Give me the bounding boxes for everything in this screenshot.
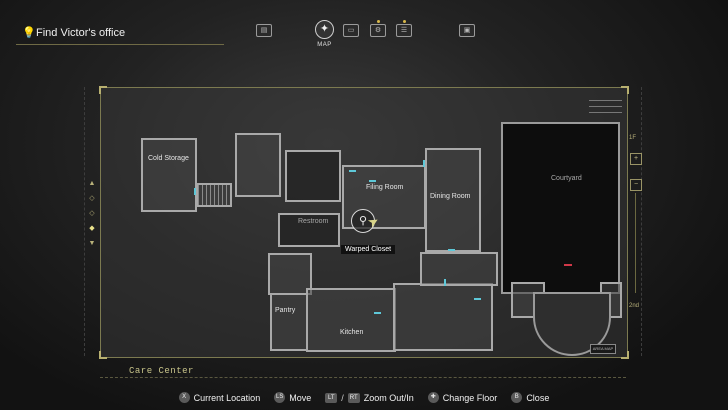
lt-trigger-icon: LT [325,392,338,403]
floor-up-icon[interactable]: ▲ [88,180,96,187]
crafting-icon: ⚙ [370,24,386,37]
map-legend [570,97,622,115]
player-location-icon[interactable]: ⚲ [351,209,375,233]
label-pantry: Pantry [275,307,296,314]
floor-top-label: 1F [629,135,637,141]
compass-icon: ✦ [315,20,334,39]
label-courtyard: Courtyard [551,175,582,182]
rt-trigger-icon: RT [347,392,360,403]
tab-equipment[interactable]: ☰ [396,20,412,37]
room-stairs [196,183,232,207]
files-icon: ▤ [256,24,272,37]
notification-dot [402,20,406,23]
room-dining[interactable] [425,148,481,252]
current-floor-icon[interactable]: ◆ [89,225,95,232]
label-restroom: Restroom [298,218,329,225]
objective-underline [16,44,224,45]
tab-map[interactable]: ✦ MAP [315,20,334,48]
dpad-icon: ✚ [427,392,439,403]
area-map-button[interactable]: AREA MAP [590,344,616,354]
label-cold-storage: Cold Storage [148,155,189,162]
prompt-current-location[interactable]: X Current Location [178,392,260,403]
notification-dot [376,20,380,23]
room-south-hall[interactable] [393,283,493,351]
room-east-corridor[interactable] [420,252,498,286]
tab-map-label: MAP [317,42,332,48]
prompt-zoom[interactable]: LT / RT Zoom Out/In [325,392,414,403]
label-filing-room: Filing Room [366,184,404,191]
floor-marker-icon[interactable]: ◇ [89,210,95,217]
settings-icon: ▣ [459,24,475,37]
courtyard-area[interactable] [501,122,620,294]
floor-marker-icon[interactable]: ◇ [89,195,95,202]
zoom-out-icon[interactable]: − [630,179,642,191]
door-marker [444,279,446,286]
tab-settings[interactable]: ▣ [459,24,475,37]
room-restroom[interactable] [278,213,340,247]
room-storage[interactable] [268,253,312,295]
tab-files[interactable]: ▤ [256,24,272,37]
floor-bottom-label: 2nd [629,303,640,309]
area-divider [100,377,626,379]
lightbulb-icon: 💡 [22,27,36,39]
map-grid [84,87,642,356]
room-kitchen[interactable] [306,288,396,352]
left-stick-icon: LS [274,392,286,403]
equipment-icon: ☰ [396,24,412,37]
right-rail: 1F + − 2nd [628,133,642,313]
objective: 💡 Find Victor's office [22,27,125,39]
room-pantry[interactable] [270,293,308,351]
zoom-in-icon[interactable]: + [630,153,642,165]
button-prompts: X Current Location LS Move LT / RT Zoom … [0,392,728,403]
b-button-icon: B [511,392,523,403]
current-location-label: Warped Closet [341,245,396,254]
tab-inventory[interactable]: ▭ [343,24,359,37]
room-cold-storage[interactable] [141,138,197,212]
inventory-icon: ▭ [343,24,359,37]
door-marker [194,188,196,195]
tab-crafting[interactable]: ⚙ [370,20,386,37]
door-marker [349,170,356,172]
door-marker [474,298,481,300]
locked-door-marker [564,264,572,266]
floor-selector[interactable]: ▲ ◇ ◇ ◆ ▼ [86,180,98,270]
floor-down-icon[interactable]: ▼ [88,240,96,247]
area-name: Care Center [129,366,194,376]
prompt-change-floor[interactable]: ✚ Change Floor [427,392,497,403]
objective-text: Find Victor's office [36,27,126,39]
label-kitchen: Kitchen [340,329,364,336]
room-corridor[interactable] [235,133,281,197]
prompt-move[interactable]: LS Move [274,392,312,403]
menu-tabs: ▤ ✦ MAP ▭ ⚙ ☰ ▣ [0,18,728,58]
label-dining-room: Dining Room [430,193,471,200]
door-marker [374,312,381,314]
x-button-icon: X [178,392,190,403]
room-hall[interactable] [285,150,341,202]
door-marker [448,249,455,251]
door-marker [369,180,376,182]
prompt-close[interactable]: B Close [511,392,549,403]
door-marker [423,160,425,167]
